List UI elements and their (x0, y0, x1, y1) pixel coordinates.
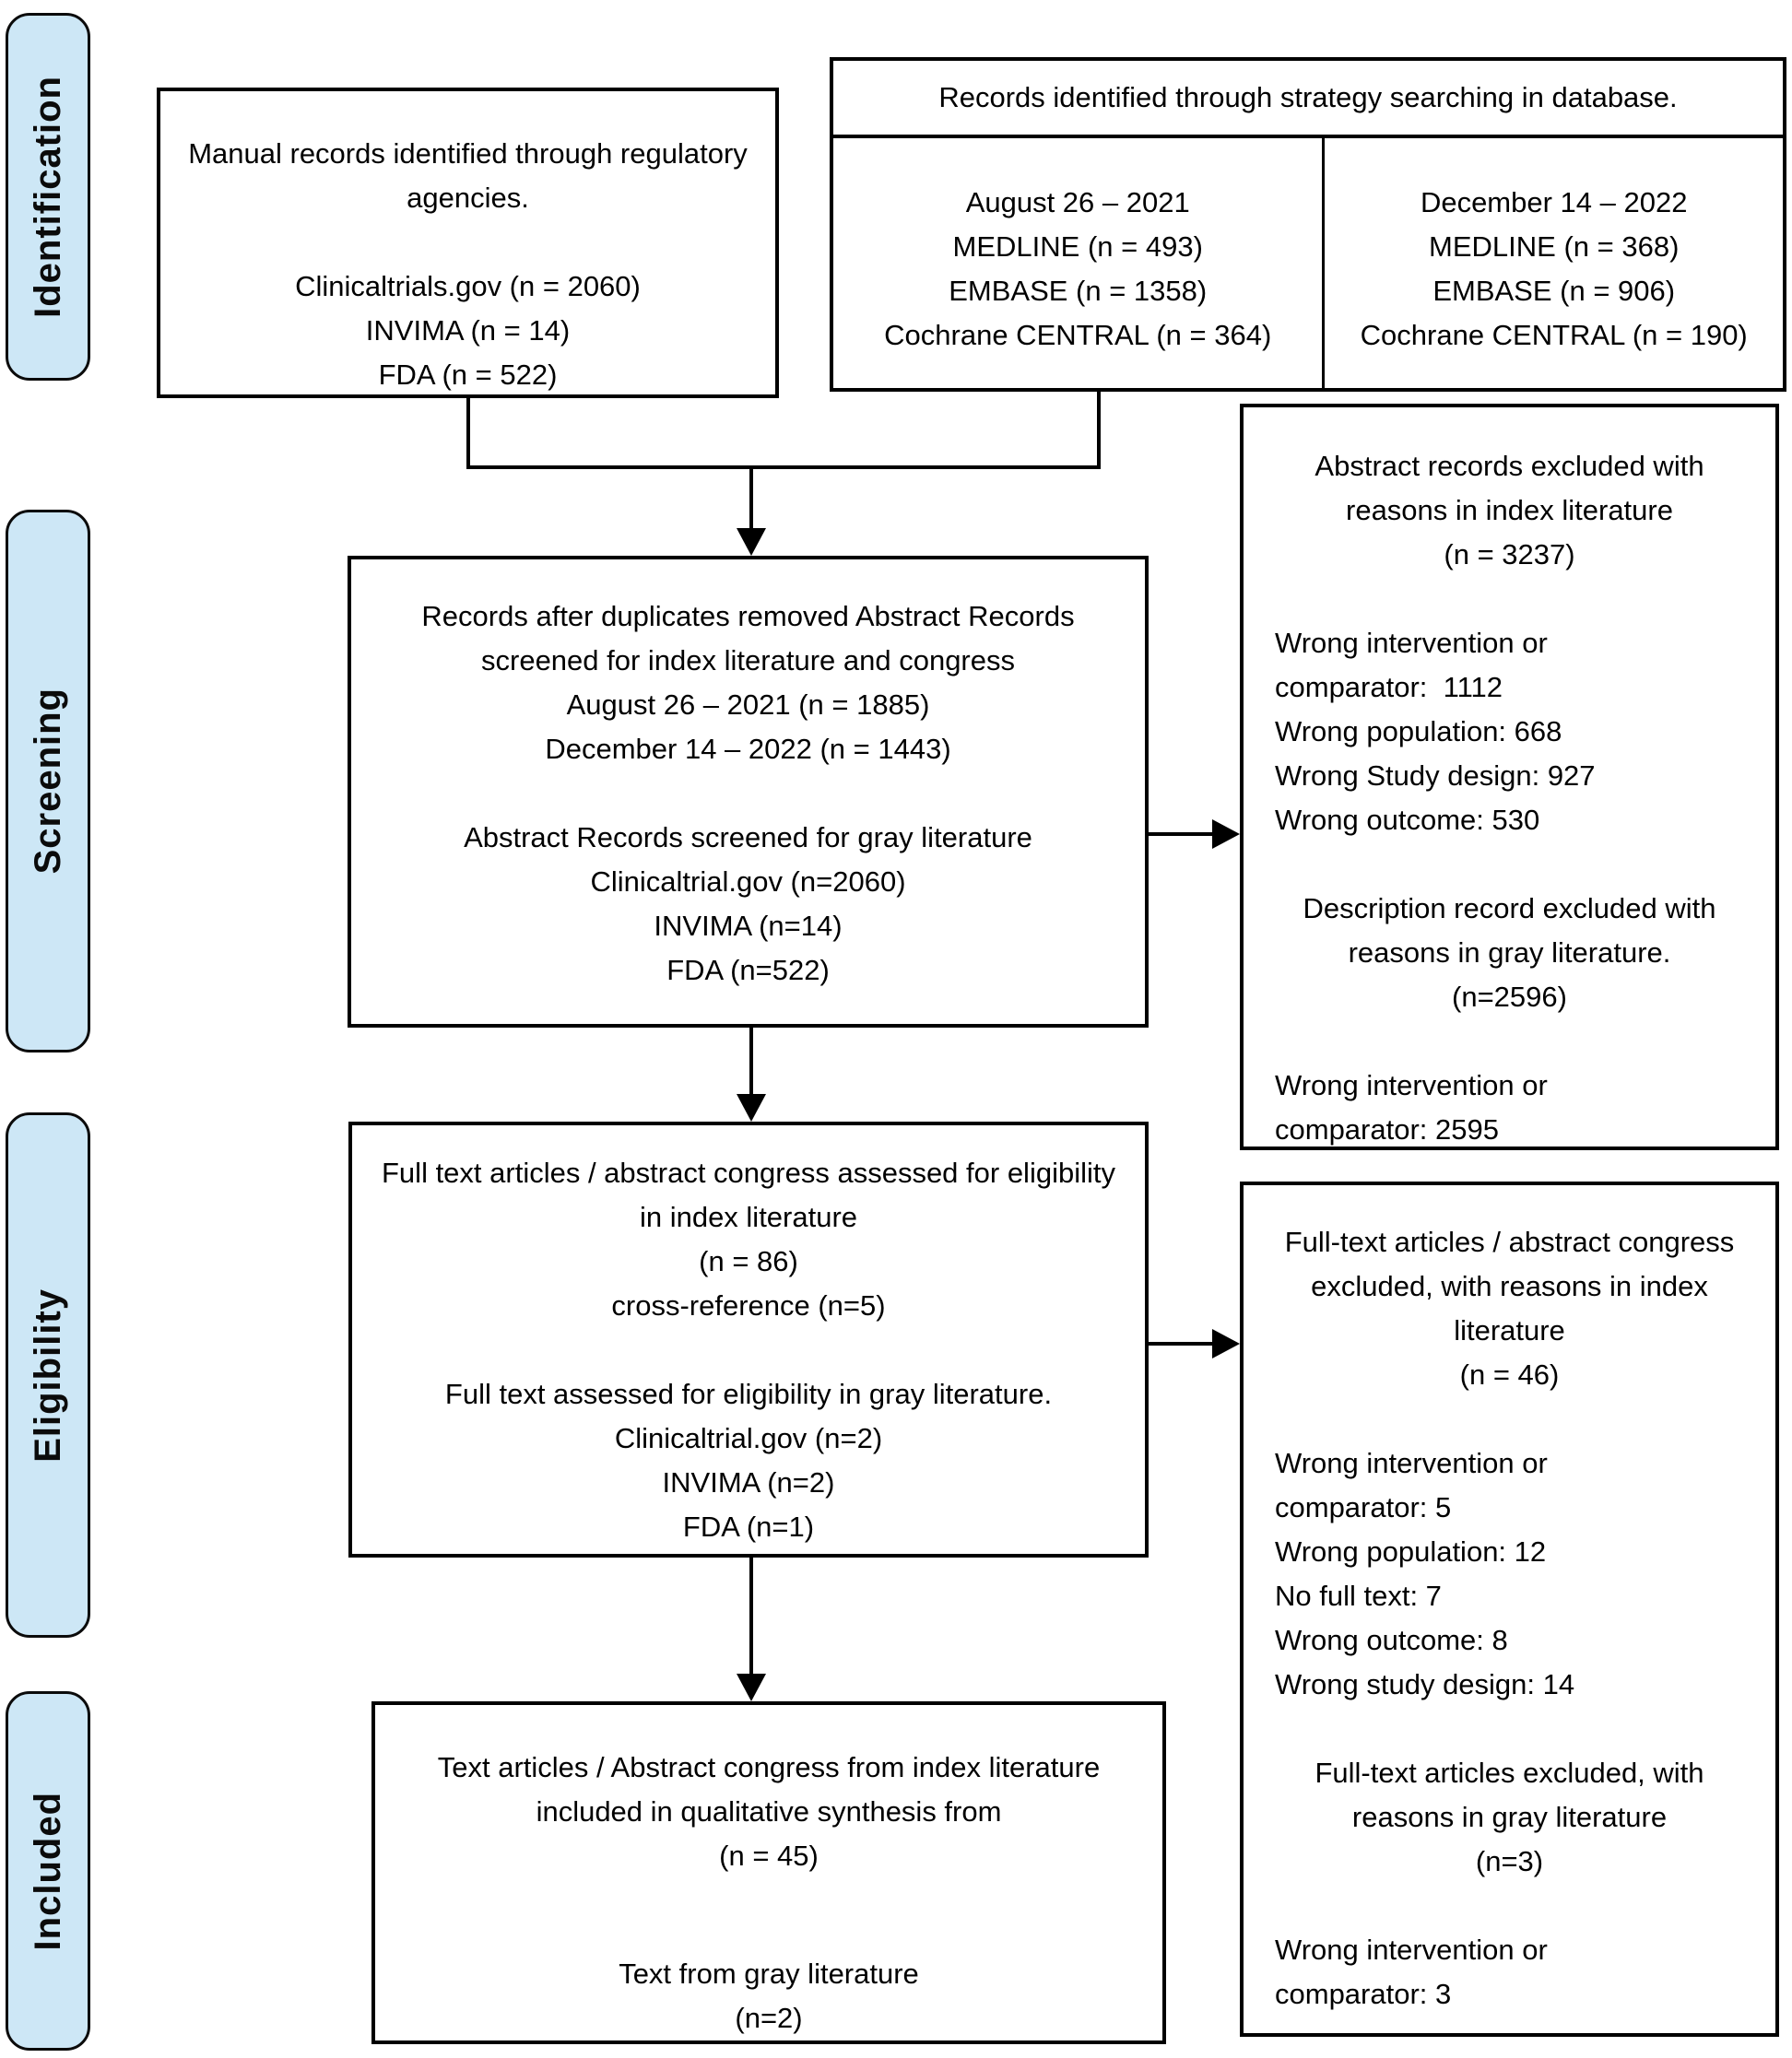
eligibility-excluded-count1: (n = 46) (1459, 1358, 1560, 1391)
arrowhead-to-included (737, 1674, 766, 1701)
manual-records-title: Manual records identified through regula… (188, 137, 748, 214)
connector-to-screening (749, 465, 753, 533)
included-para1: Text articles / Abstract congress from i… (437, 1751, 1101, 1828)
eligibility-count1: (n = 86) (699, 1245, 798, 1277)
screening-excluded-count2: (n=2596) (1452, 981, 1567, 1013)
stage-label-screening-text: Screening (27, 688, 68, 875)
database-columns: August 26 – 2021 MEDLINE (n = 493) EMBAS… (833, 138, 1783, 388)
stage-label-included: Included (6, 1691, 90, 2051)
stage-label-eligibility-text: Eligibility (27, 1288, 68, 1463)
eligibility-para1: Full text articles / abstract congress a… (382, 1157, 1115, 1233)
screening-excluded-reasons1: Wrong intervention or comparator: 1112 W… (1275, 627, 1596, 836)
spacer (1275, 842, 1744, 887)
database-2021-line: EMBASE (n = 1358) (949, 275, 1208, 307)
screening-excluded-heading2: Description record excluded with reasons… (1303, 892, 1716, 969)
spacer (379, 771, 1117, 816)
connector-screening-excluded (1149, 832, 1216, 836)
screening-para1: Records after duplicates removed Abstrac… (421, 600, 1075, 676)
screening-para2: Abstract Records screened for gray liter… (464, 821, 1032, 853)
eligibility-excluded-heading1: Full-text articles / abstract congress e… (1284, 1226, 1735, 1347)
database-2021-line: Cochrane CENTRAL (n = 364) (884, 319, 1272, 351)
included-count2: (n=2) (735, 2002, 803, 2034)
spacer (380, 1328, 1117, 1372)
connector-eligibility-excluded (1149, 1342, 1216, 1346)
screening-line: August 26 – 2021 (n = 1885) (566, 688, 930, 721)
screening-excluded-count1: (n = 3237) (1444, 538, 1575, 570)
included-para2: Text from gray literature (619, 1958, 919, 1990)
eligibility-line: cross-reference (n=5) (611, 1289, 886, 1322)
screening-line: FDA (n=522) (666, 954, 830, 986)
arrowhead-eligibility-excluded (1212, 1329, 1240, 1358)
eligibility-excluded-heading2: Full-text articles excluded, with reason… (1315, 1757, 1704, 1833)
eligibility-line: FDA (n=1) (682, 1511, 815, 1543)
connector-manual-down (466, 396, 470, 469)
database-2021-line: August 26 – 2021 (965, 186, 1190, 218)
screening-line: INVIMA (n=14) (654, 910, 843, 942)
included-count1: (n = 45) (719, 1840, 819, 1872)
spacer (1275, 577, 1744, 621)
connector-database-down (1097, 392, 1101, 469)
spacer (1275, 1019, 1744, 1064)
box-database-records: Records identified through strategy sear… (830, 57, 1786, 392)
manual-records-line: Clinicaltrials.gov (n = 2060) (295, 270, 641, 302)
connector-to-included (749, 1558, 753, 1678)
manual-records-line: FDA (n = 522) (378, 359, 558, 391)
arrowhead-to-screening (737, 528, 766, 556)
screening-excluded-heading1: Abstract records excluded with reasons i… (1315, 450, 1704, 526)
manual-records-line: INVIMA (n = 14) (365, 314, 571, 347)
database-2022-line: MEDLINE (n = 368) (1429, 230, 1680, 263)
screening-line: December 14 – 2022 (n = 1443) (545, 733, 951, 765)
database-column-2021: August 26 – 2021 MEDLINE (n = 493) EMBAS… (833, 138, 1322, 388)
eligibility-excluded-reasons2: Wrong intervention or comparator: 3 (1275, 1934, 1548, 2010)
connector-to-eligibility (749, 1028, 753, 1099)
screening-line: Clinicaltrial.gov (n=2060) (590, 865, 906, 898)
eligibility-para2: Full text assessed for eligibility in gr… (444, 1378, 1053, 1410)
spacer (1275, 1707, 1744, 1751)
screening-excluded-reasons2: Wrong intervention or comparator: 2595 (1275, 1069, 1548, 1146)
eligibility-line: Clinicaltrial.gov (n=2) (614, 1422, 883, 1454)
arrowhead-screening-excluded (1212, 819, 1240, 849)
database-header: Records identified through strategy sear… (833, 61, 1783, 138)
arrowhead-to-eligibility (737, 1094, 766, 1122)
stage-label-eligibility: Eligibility (6, 1112, 90, 1638)
stage-label-included-text: Included (27, 1791, 68, 1951)
stage-label-screening: Screening (6, 510, 90, 1053)
spacer (1275, 1397, 1744, 1441)
stage-label-identification: Identification (6, 13, 90, 381)
connector-merge-horizontal (466, 465, 1101, 469)
eligibility-line: INVIMA (n=2) (662, 1466, 835, 1499)
box-screening: Records after duplicates removed Abstrac… (348, 556, 1149, 1028)
box-included: Text articles / Abstract congress from i… (371, 1701, 1166, 2044)
stage-label-identification-text: Identification (27, 76, 68, 318)
spacer (1275, 1884, 1744, 1928)
database-2022-line: December 14 – 2022 (1420, 186, 1688, 218)
database-2022-line: EMBASE (n = 906) (1432, 275, 1676, 307)
box-screening-excluded: Abstract records excluded with reasons i… (1240, 404, 1779, 1150)
box-eligibility: Full text articles / abstract congress a… (348, 1122, 1149, 1558)
database-2022-line: Cochrane CENTRAL (n = 190) (1360, 319, 1748, 351)
spacer (412, 1878, 1126, 1952)
box-manual-records: Manual records identified through regula… (157, 88, 779, 398)
eligibility-excluded-reasons1: Wrong intervention or comparator: 5 Wron… (1275, 1447, 1575, 1700)
box-eligibility-excluded: Full-text articles / abstract congress e… (1240, 1182, 1779, 2037)
database-2021-line: MEDLINE (n = 493) (952, 230, 1203, 263)
database-column-2022: December 14 – 2022 MEDLINE (n = 368) EMB… (1322, 138, 1783, 388)
eligibility-excluded-count2: (n=3) (1475, 1845, 1544, 1877)
